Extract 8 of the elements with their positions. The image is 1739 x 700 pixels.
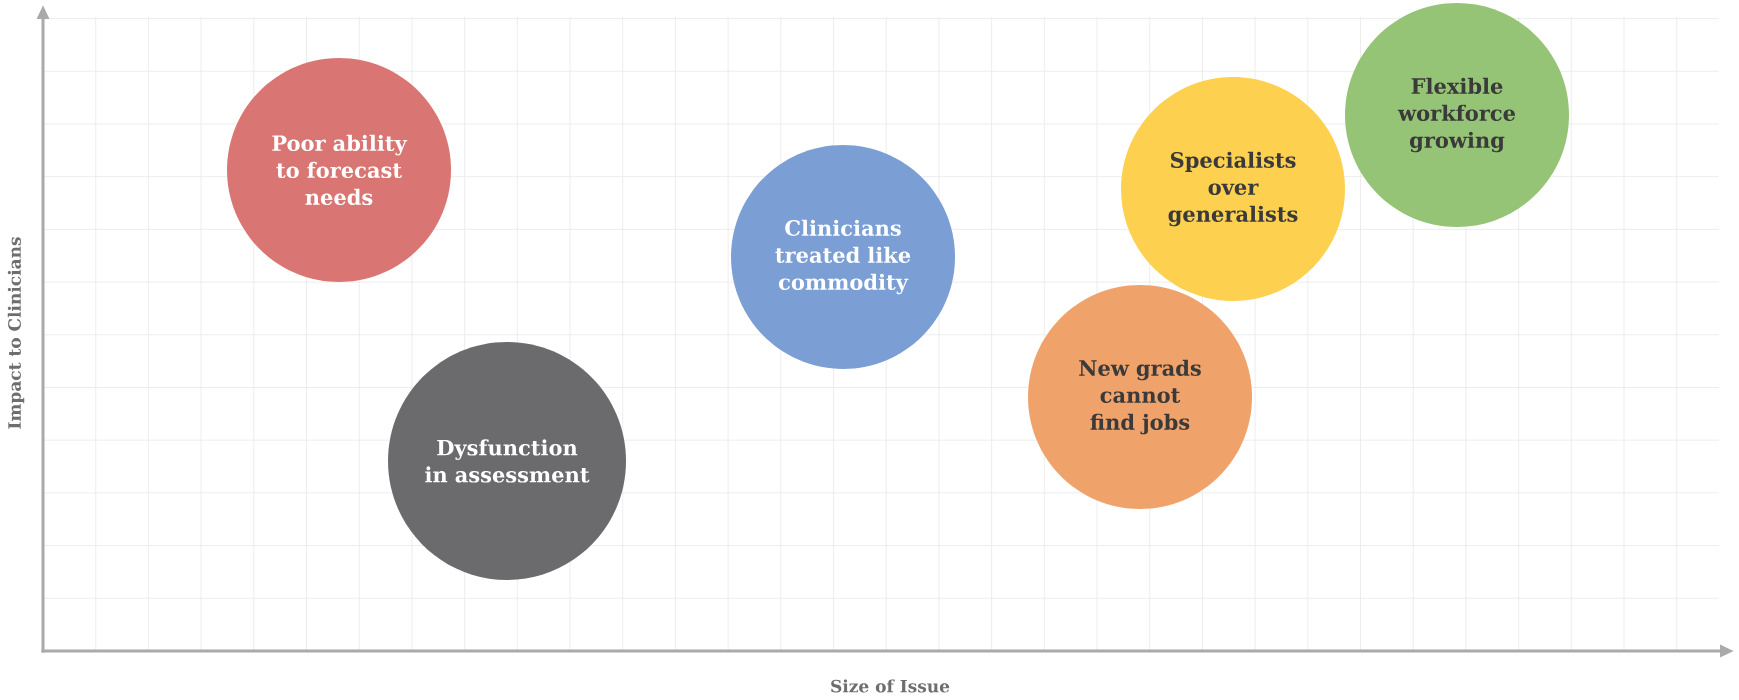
bubble: Poor ability to forecast needs — [227, 58, 451, 282]
bubble: Clinicians treated like commodity — [731, 145, 955, 369]
bubble: New grads cannot find jobs — [1028, 285, 1252, 509]
axis-label: Size of Issue — [831, 679, 950, 693]
bubble: Dysfunction in assessment — [388, 342, 626, 580]
bubble: Specialists over generalists — [1121, 77, 1345, 301]
bubble: Flexible workforce growing — [1345, 3, 1569, 227]
axis-label: Impact to Clinicians — [7, 237, 25, 429]
